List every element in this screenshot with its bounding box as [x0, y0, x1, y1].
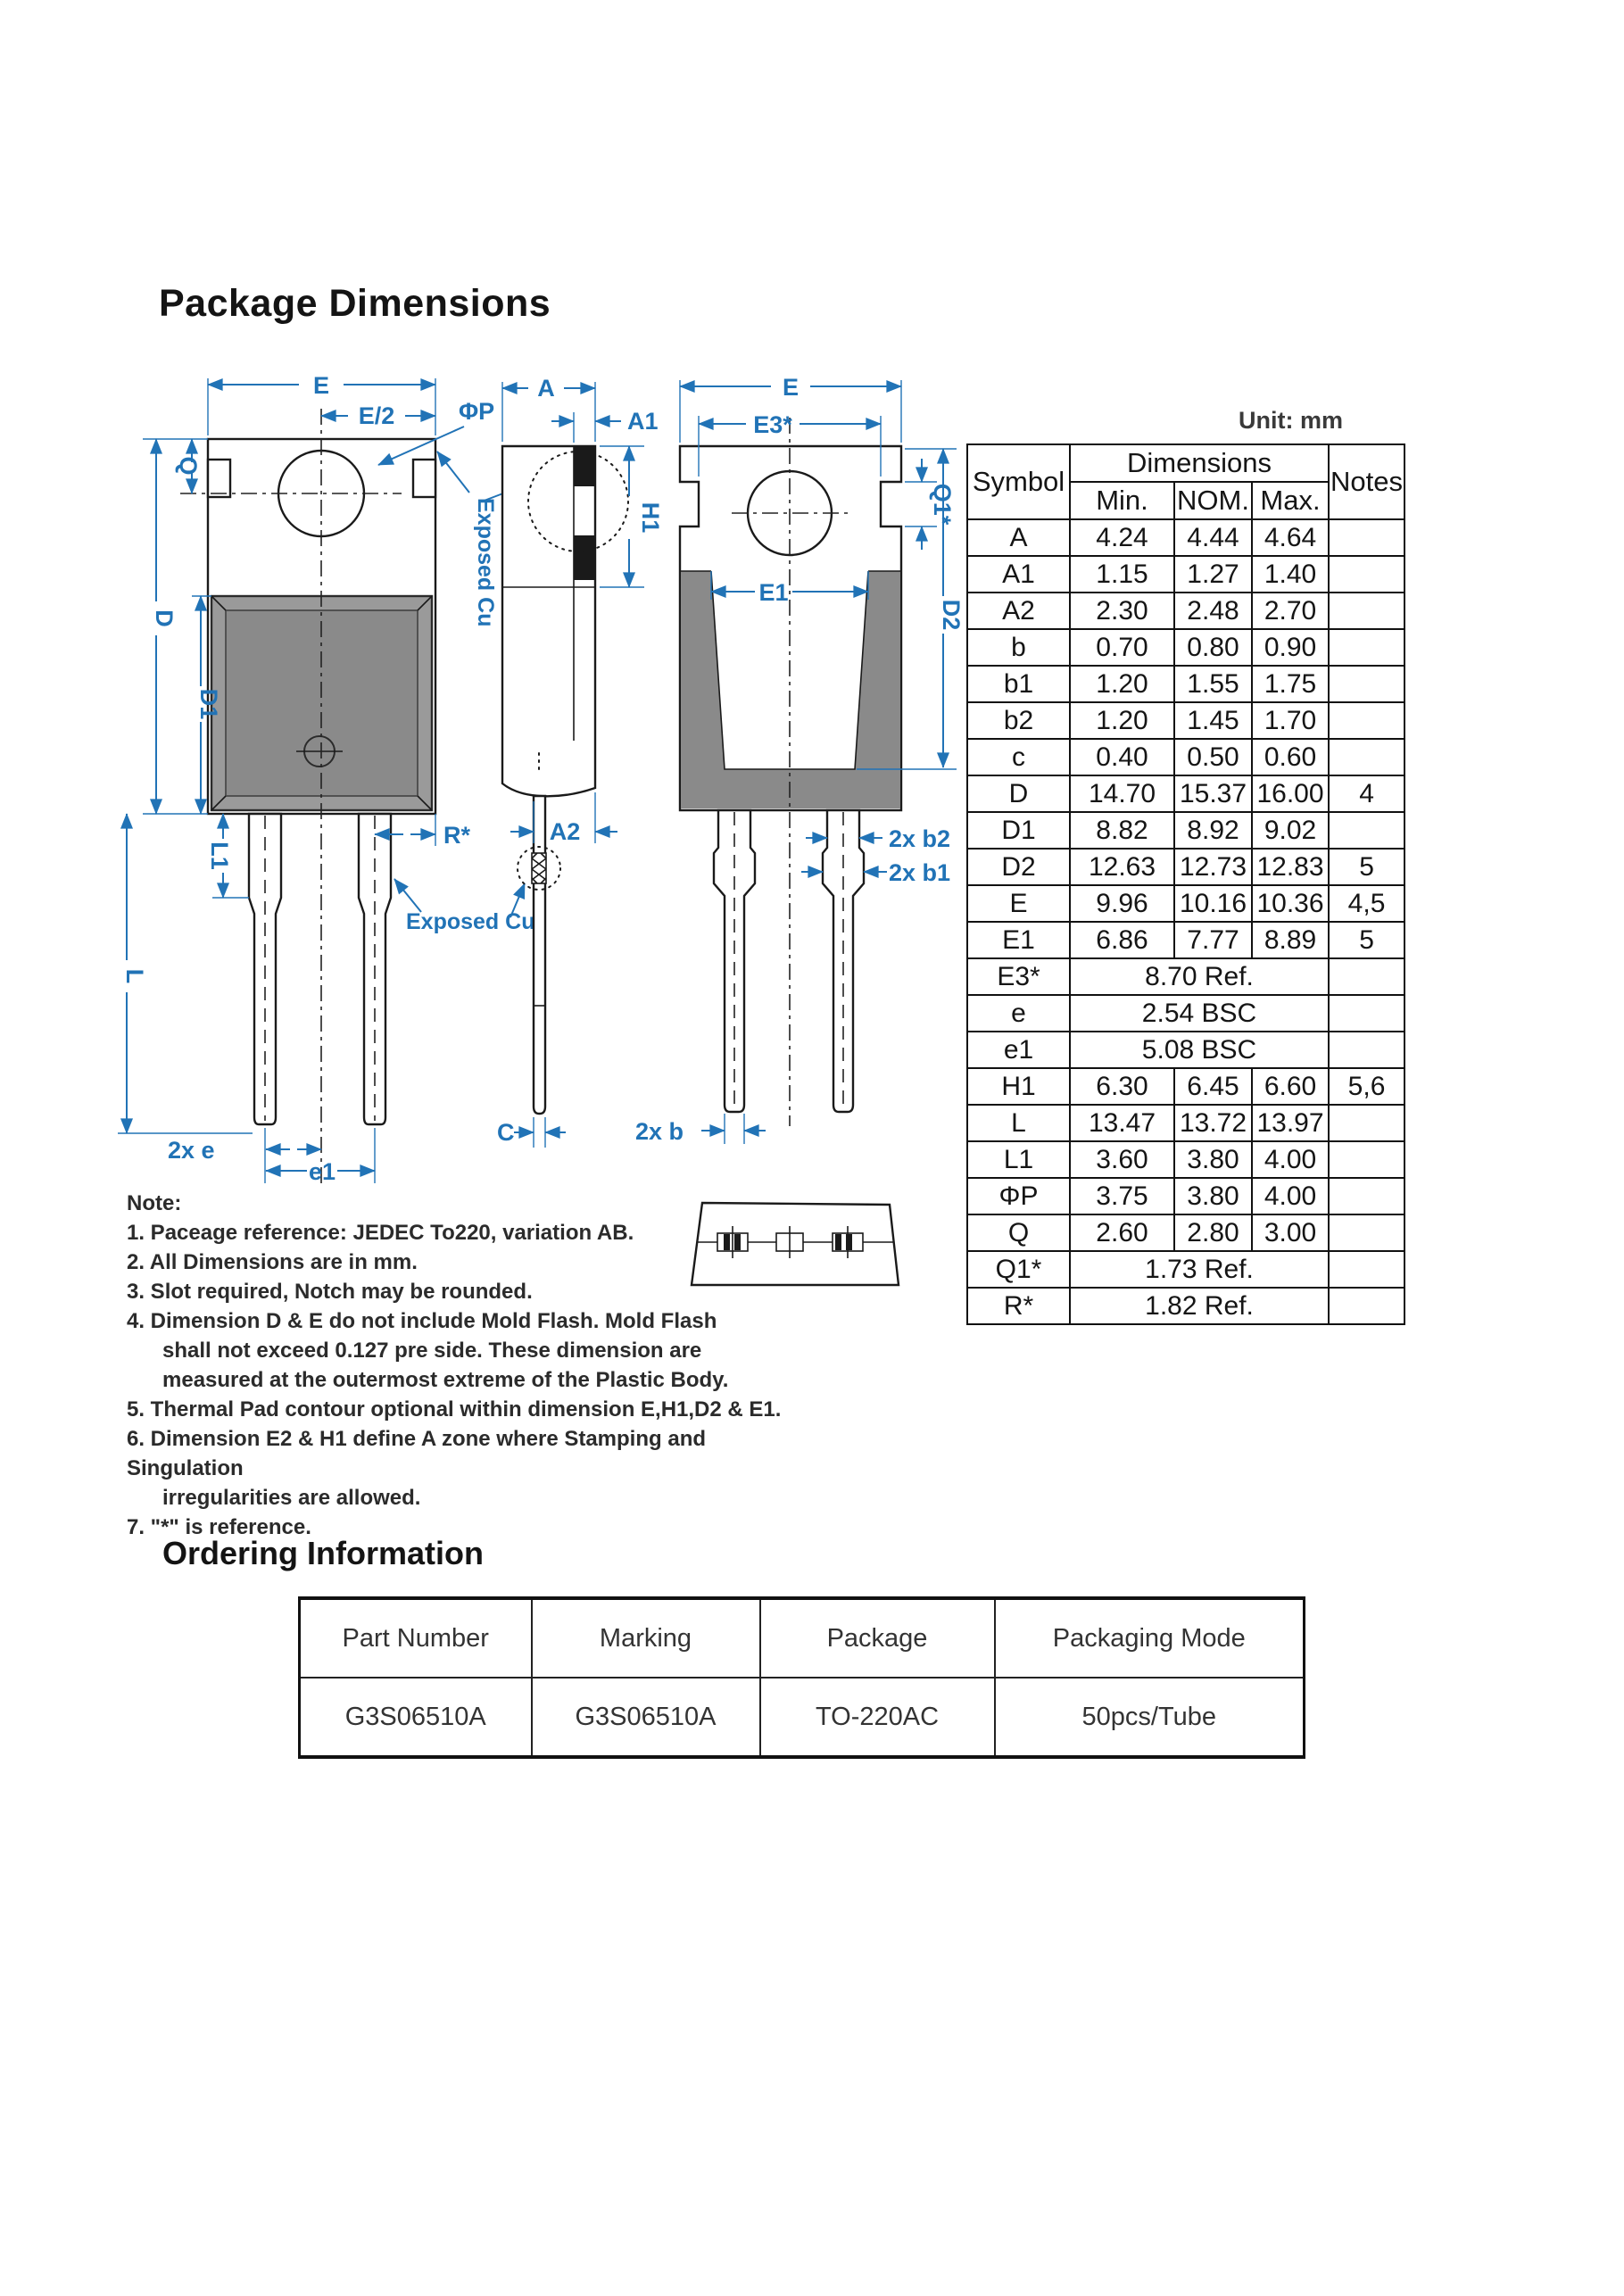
- rear-view: E E3* Q1* D2 E1 2x b2 2x b1: [635, 374, 965, 1145]
- ordering-table: Part Number Marking Package Packaging Mo…: [298, 1596, 1305, 1759]
- front-view: E E/2 ΦP Exposed Cu Q D D1 L1: [118, 372, 565, 1187]
- lead-side: [532, 794, 547, 1115]
- dim-label-A: A: [537, 375, 555, 402]
- ordering-marking: G3S06510A: [530, 1677, 761, 1758]
- table-subheader-row: Min. NOM. Max.: [967, 481, 1404, 520]
- ordering-col-marking: Marking: [530, 1597, 761, 1678]
- dim-label-e1: e1: [309, 1158, 336, 1185]
- dim-label-E-rear: E: [783, 374, 799, 401]
- dim-label-E-front: E: [313, 372, 329, 399]
- note-line: 6. Dimension E2 & H1 define A zone where…: [127, 1427, 707, 1480]
- rear-lead-right: [821, 808, 866, 1114]
- dim-label-2xe: 2x e: [168, 1137, 215, 1164]
- dim-label-C: C: [497, 1119, 515, 1146]
- note-line: 7. "*" is reference.: [127, 1515, 311, 1539]
- dim-label-L: L: [121, 969, 148, 984]
- ordering-packaging-mode: 50pcs/Tube: [993, 1677, 1305, 1758]
- note-line: 2. All Dimensions are in mm.: [127, 1250, 418, 1274]
- col-header-min: Min.: [1069, 481, 1175, 520]
- dim-row-R: R*1.82 Ref.: [966, 1287, 1406, 1325]
- dim-label-A1: A1: [627, 408, 659, 435]
- dim-label-A2: A2: [550, 818, 581, 845]
- dim-label-R: R*: [443, 822, 470, 849]
- dim-label-2xb2: 2x b2: [889, 825, 950, 852]
- package-drawing: E E/2 ΦP Exposed Cu Q D D1 L1: [118, 372, 965, 1287]
- dim-row-Q1: Q1*1.73 Ref.: [966, 1250, 1406, 1289]
- col-header-nom: NOM.: [1173, 481, 1253, 520]
- dim-label-Q: Q: [175, 456, 202, 475]
- col-header-dimensions: Dimensions: [1068, 443, 1330, 483]
- page-title: Package Dimensions: [159, 282, 551, 325]
- ordering-col-part-number: Part Number: [298, 1597, 533, 1678]
- dim-row-E3: E3*8.70 Ref.: [966, 957, 1406, 996]
- note-line: 3. Slot required, Notch may be rounded.: [127, 1280, 533, 1304]
- ordering-col-package: Package: [758, 1597, 996, 1678]
- col-header-notes: Notes: [1328, 443, 1406, 520]
- exposed-cu-label-2: Exposed Cu: [406, 909, 534, 934]
- bottom-view: [690, 1201, 900, 1287]
- dim-label-L1: L1: [206, 841, 233, 870]
- note-line: measured at the outermost extreme of the…: [162, 1368, 729, 1392]
- ordering-header-row: Part Number Marking Package Packaging Mo…: [298, 1597, 1305, 1678]
- exposed-cu-label-1: Exposed Cu: [473, 498, 498, 626]
- dim-label-E2: E/2: [359, 402, 395, 429]
- ordering-part-number: G3S06510A: [298, 1677, 533, 1758]
- ordering-package: TO-220AC: [758, 1677, 996, 1758]
- dim-label-H1: H1: [637, 502, 664, 534]
- dim-label-D1: D1: [195, 689, 222, 720]
- note-line: 5. Thermal Pad contour optional within d…: [127, 1397, 782, 1422]
- dim-label-D2: D2: [938, 600, 965, 631]
- col-header-symbol: Symbol: [966, 443, 1071, 520]
- ordering-col-packaging-mode: Packaging Mode: [993, 1597, 1305, 1678]
- notes-block: Note: 1. Paceage reference: JEDEC To220,…: [127, 1189, 823, 1542]
- ordering-data-row: G3S06510A G3S06510A TO-220AC 50pcs/Tube: [298, 1677, 1305, 1758]
- rear-lead-left: [712, 808, 757, 1114]
- ordering-title: Ordering Information: [162, 1535, 484, 1571]
- note-line: shall not exceed 0.127 pre side. These d…: [162, 1339, 702, 1363]
- notes-title: Note:: [127, 1191, 182, 1215]
- dim-label-E3: E3*: [753, 411, 792, 438]
- note-line: 1. Paceage reference: JEDEC To220, varia…: [127, 1221, 634, 1245]
- knurl-exposed-cu: [517, 846, 561, 891]
- note-line: irregularities are allowed.: [162, 1486, 421, 1510]
- table-header-row: Symbol Dimensions Notes: [966, 443, 1406, 520]
- dim-label-2xb: 2x b: [635, 1118, 684, 1145]
- note-line: 4. Dimension D & E do not include Mold F…: [127, 1309, 717, 1333]
- side-view: A A1 H1 A2 C: [497, 375, 664, 1148]
- dimensions-table: Symbol Dimensions Notes Min. NOM. Max. A…: [966, 443, 1406, 1325]
- unit-label: Unit: mm: [1239, 407, 1343, 434]
- dim-label-E1: E1: [758, 579, 788, 606]
- dim-label-2xb1: 2x b1: [889, 859, 950, 886]
- dim-label-phiP: ΦP: [459, 398, 494, 425]
- col-header-max: Max.: [1250, 481, 1330, 520]
- dim-label-D: D: [151, 609, 178, 627]
